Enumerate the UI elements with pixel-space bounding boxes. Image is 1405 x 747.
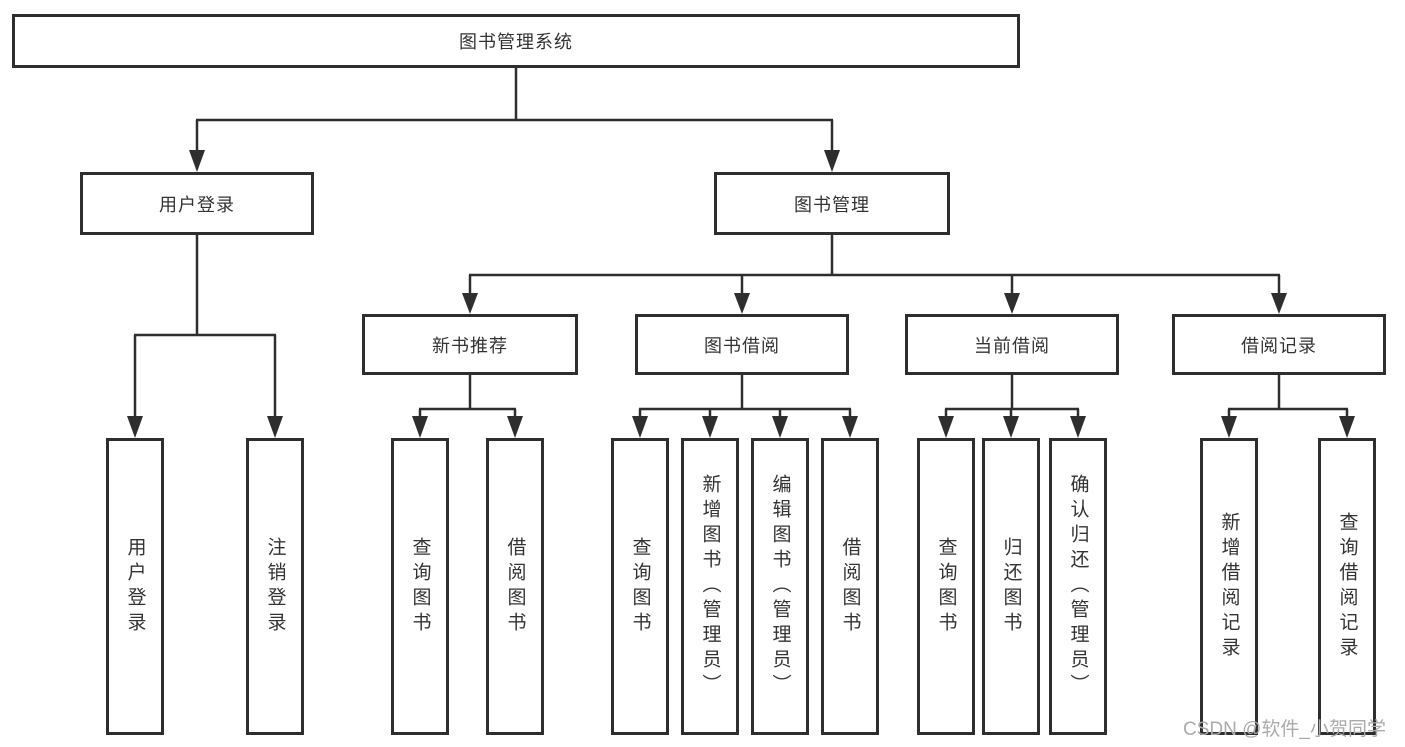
node-library-management-system: 图书管理系统 <box>12 14 1020 68</box>
leaf-label: 确认归还（管理员） <box>1067 474 1089 699</box>
leaf-label: 新增图书（管理员） <box>699 474 721 699</box>
node-book-borrowing: 图书借阅 <box>635 314 849 375</box>
leaf-logout: 注销登录 <box>246 438 304 735</box>
node-borrowing-records: 借阅记录 <box>1172 314 1386 375</box>
csdn-watermark: CSDN @软件_小贺同学 <box>1183 719 1386 740</box>
node-label: 图书管理系统 <box>459 32 573 52</box>
leaf-label: 查询图书 <box>935 536 957 637</box>
leaf-query-books-borrowing: 查询图书 <box>611 438 669 735</box>
leaf-query-books-recommend: 查询图书 <box>391 438 449 735</box>
leaf-label: 借阅图书 <box>839 536 861 637</box>
leaf-return-books: 归还图书 <box>982 438 1040 735</box>
leaf-confirm-return-admin: 确认归还（管理员） <box>1049 438 1107 735</box>
leaf-label: 借阅图书 <box>504 536 526 637</box>
leaf-add-books-admin: 新增图书（管理员） <box>681 438 739 735</box>
node-current-borrowing: 当前借阅 <box>905 314 1119 375</box>
node-new-book-recommend: 新书推荐 <box>362 314 578 375</box>
leaf-label: 编辑图书（管理员） <box>769 474 791 699</box>
node-label: 新书推荐 <box>432 335 508 356</box>
leaf-borrow-books-recommend: 借阅图书 <box>486 438 544 735</box>
leaf-edit-books-admin: 编辑图书（管理员） <box>751 438 809 735</box>
leaf-label: 查询图书 <box>629 536 651 637</box>
node-label: 图书管理 <box>794 194 870 215</box>
leaf-borrow-books: 借阅图书 <box>821 438 879 735</box>
node-user-login: 用户登录 <box>80 172 314 235</box>
node-label: 用户登录 <box>159 194 235 215</box>
node-book-management: 图书管理 <box>714 172 950 235</box>
leaf-label: 新增借阅记录 <box>1218 511 1240 662</box>
leaf-label: 用户登录 <box>124 536 146 637</box>
leaf-label: 注销登录 <box>264 536 286 637</box>
leaf-user-login: 用户登录 <box>106 438 164 735</box>
node-label: 借阅记录 <box>1241 335 1317 356</box>
node-label: 图书借阅 <box>704 335 780 356</box>
leaf-label: 查询借阅记录 <box>1336 511 1358 662</box>
leaf-label: 归还图书 <box>1000 536 1022 637</box>
leaf-query-books-current: 查询图书 <box>917 438 975 735</box>
leaf-query-borrow-record: 查询借阅记录 <box>1318 438 1376 735</box>
leaf-label: 查询图书 <box>409 536 431 637</box>
node-label: 当前借阅 <box>974 335 1050 356</box>
leaf-add-borrow-record: 新增借阅记录 <box>1200 438 1258 735</box>
